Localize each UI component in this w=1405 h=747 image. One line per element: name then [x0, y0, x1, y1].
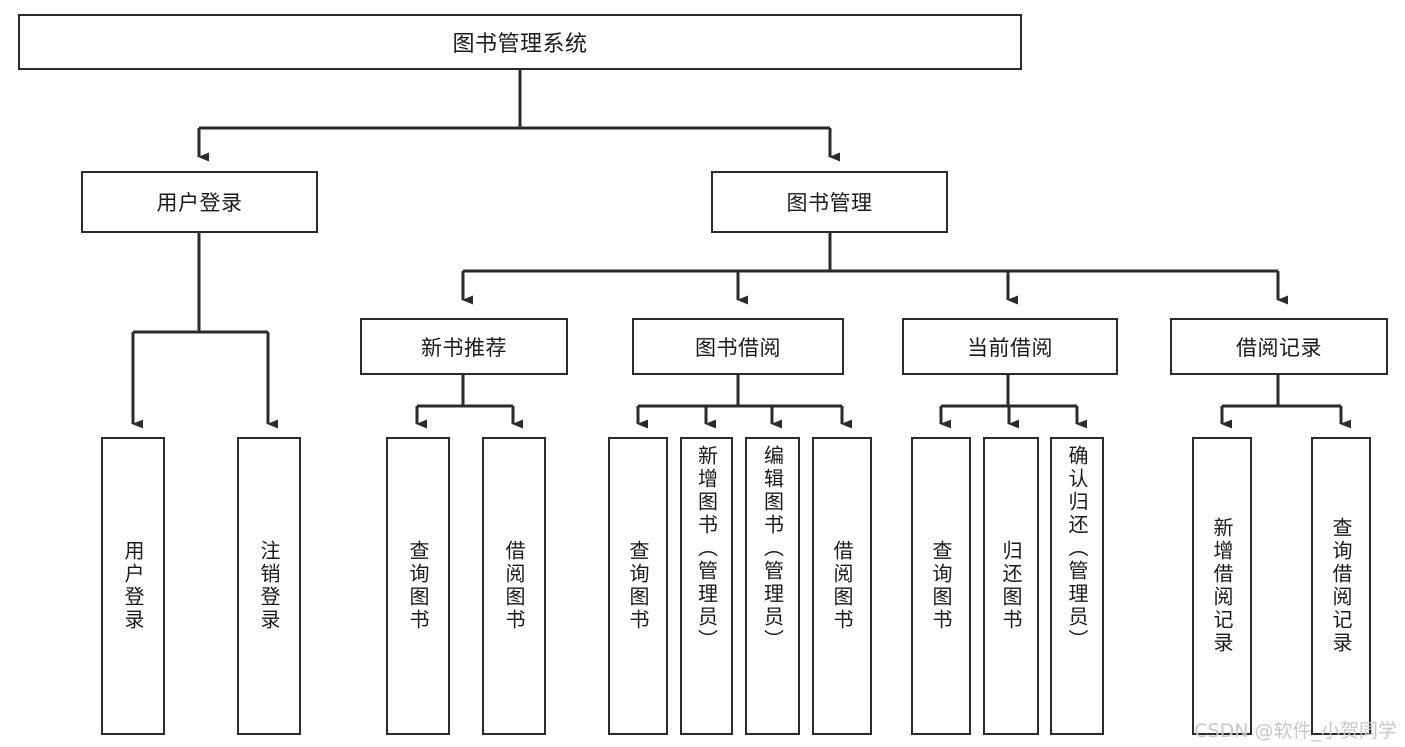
leaf-borrow-record-query-record[interactable]: 查询借阅记录 — [1311, 437, 1371, 735]
leaf-new-book-borrow-book-label: 借阅图书 — [502, 540, 526, 632]
node-root-book-management-system[interactable]: 图书管理系统 — [18, 14, 1022, 70]
leaf-book-borrow-query-book-label: 查询图书 — [626, 540, 650, 632]
leaf-current-borrow-query-book-label: 查询图书 — [929, 540, 953, 632]
leaf-book-borrow-borrow-book[interactable]: 借阅图书 — [812, 437, 872, 735]
leaf-book-borrow-edit-book-admin[interactable]: 编辑图书（管理员） — [745, 437, 800, 735]
leaf-user-login-logout-label: 注销登录 — [257, 540, 281, 632]
leaf-new-book-borrow-book[interactable]: 借阅图书 — [482, 437, 546, 735]
node-book-management[interactable]: 图书管理 — [711, 171, 948, 233]
leaf-user-login-login-label: 用户登录 — [121, 540, 145, 632]
leaf-borrow-record-add-record-label: 新增借阅记录 — [1210, 517, 1234, 655]
leaf-current-borrow-return-book-label: 归还图书 — [999, 540, 1023, 632]
node-user-login-label: 用户登录 — [156, 191, 243, 215]
leaf-book-borrow-add-book-admin[interactable]: 新增图书（管理员） — [680, 437, 733, 735]
node-book-management-label: 图书管理 — [786, 191, 873, 215]
leaf-borrow-record-query-record-label: 查询借阅记录 — [1329, 517, 1353, 655]
node-borrow-record-label: 借阅记录 — [1236, 335, 1322, 360]
leaf-new-book-query-book[interactable]: 查询图书 — [386, 437, 450, 735]
leaf-current-borrow-confirm-return-admin-label: 确认归还（管理员） — [1065, 445, 1089, 652]
leaf-book-borrow-query-book[interactable]: 查询图书 — [608, 437, 668, 735]
leaf-borrow-record-add-record[interactable]: 新增借阅记录 — [1192, 437, 1252, 735]
node-borrow-record[interactable]: 借阅记录 — [1170, 318, 1388, 375]
leaf-user-login-login[interactable]: 用户登录 — [101, 437, 165, 735]
leaf-current-borrow-query-book[interactable]: 查询图书 — [911, 437, 971, 735]
node-book-borrow[interactable]: 图书借阅 — [632, 318, 844, 375]
leaf-current-borrow-confirm-return-admin[interactable]: 确认归还（管理员） — [1050, 437, 1104, 735]
leaf-book-borrow-borrow-book-label: 借阅图书 — [830, 540, 854, 632]
leaf-current-borrow-return-book[interactable]: 归还图书 — [983, 437, 1039, 735]
node-root-label: 图书管理系统 — [452, 32, 588, 57]
leaf-user-login-logout[interactable]: 注销登录 — [237, 437, 301, 735]
node-current-borrow-label: 当前借阅 — [967, 335, 1053, 360]
leaf-book-borrow-add-book-admin-label: 新增图书（管理员） — [694, 445, 719, 652]
node-new-book-recommend[interactable]: 新书推荐 — [360, 318, 568, 375]
node-new-book-recommend-label: 新书推荐 — [421, 335, 507, 360]
leaf-new-book-query-book-label: 查询图书 — [406, 540, 430, 632]
node-book-borrow-label: 图书借阅 — [695, 335, 781, 360]
node-current-borrow[interactable]: 当前借阅 — [902, 318, 1118, 375]
node-user-login[interactable]: 用户登录 — [81, 171, 318, 233]
leaf-book-borrow-edit-book-admin-label: 编辑图书（管理员） — [760, 445, 785, 652]
